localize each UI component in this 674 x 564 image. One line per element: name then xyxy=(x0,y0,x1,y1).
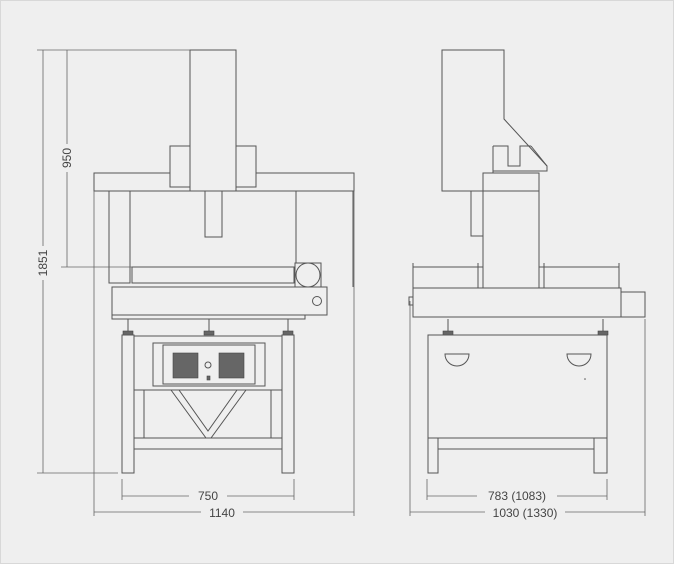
carriage-right xyxy=(235,145,257,188)
side-cabinet xyxy=(427,334,608,439)
side-quill xyxy=(470,190,484,237)
controller-cabinet xyxy=(152,342,266,387)
dim-783: 783 (1083) xyxy=(488,489,546,503)
side-view xyxy=(408,49,646,474)
dim-750: 750 xyxy=(198,489,218,503)
quill xyxy=(204,190,223,238)
stand xyxy=(121,334,295,474)
side-base xyxy=(412,287,622,318)
handle-right xyxy=(566,353,592,367)
front-dimensions: 1851 950 750 1140 xyxy=(31,49,355,520)
vent-right xyxy=(218,352,245,379)
dim-950: 950 xyxy=(60,148,74,168)
dim-1030: 1030 (1330) xyxy=(493,506,558,520)
vent-left xyxy=(172,352,199,379)
granite-base xyxy=(111,286,328,316)
dim-1851: 1851 xyxy=(36,249,50,276)
handle-left xyxy=(444,353,470,367)
dim-1140: 1140 xyxy=(209,506,235,520)
left-pillar xyxy=(108,190,131,284)
table xyxy=(131,266,295,284)
z-column-front xyxy=(189,49,237,192)
side-dimensions: 783 (1083) 1030 (1330) xyxy=(409,301,646,520)
front-view xyxy=(93,49,355,474)
bridge-column xyxy=(482,172,540,289)
leveling-feet xyxy=(122,319,294,336)
drive-wheel xyxy=(295,262,321,288)
z-column-housing xyxy=(441,49,548,192)
carriage-left xyxy=(169,145,191,188)
shelf xyxy=(133,437,283,450)
